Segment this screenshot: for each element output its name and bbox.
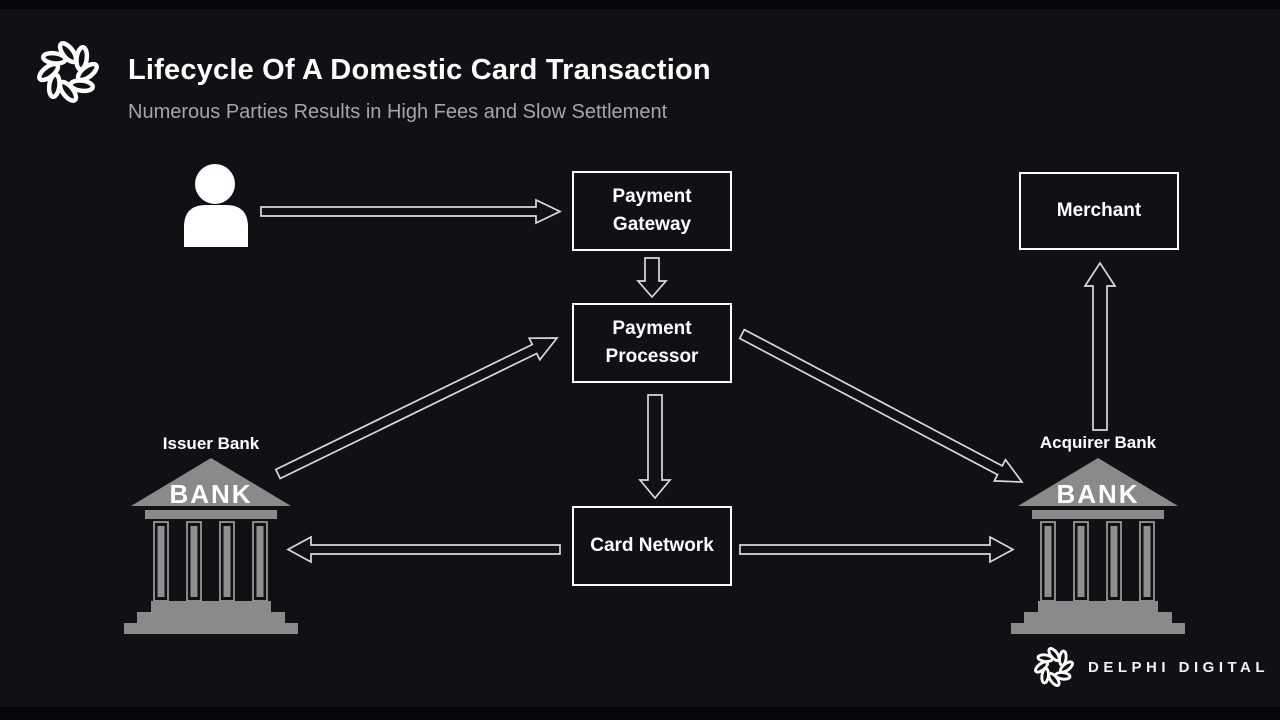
node-card-network: Card Network: [572, 506, 732, 586]
arrow-acquirerbank-to-merchant: [1083, 261, 1117, 431]
arrow-processor-to-acquirerbank: [738, 328, 1024, 483]
delphi-knot-icon: [37, 41, 99, 103]
bottom-letterbox-bar: [0, 707, 1280, 720]
node-card-network-label: Card Network: [590, 534, 714, 556]
node-payment-gateway-label: Payment Gateway: [612, 185, 692, 236]
arrow-issuerbank-to-processor: [274, 337, 559, 480]
acquirer-bank-building-text: BANK: [1056, 479, 1139, 509]
arrow-customer-to-gateway: [260, 198, 562, 225]
arrow-cardnetwork-to-issuerbank: [286, 535, 561, 564]
node-merchant: Merchant: [1019, 172, 1179, 250]
page-subtitle: Numerous Parties Results in High Fees an…: [128, 101, 668, 123]
node-payment-processor-label: Payment Processor: [605, 317, 699, 368]
node-merchant-label: Merchant: [1056, 199, 1142, 221]
delphi-knot-icon: [1034, 647, 1074, 687]
issuer-bank-building-text: BANK: [169, 479, 252, 509]
node-payment-gateway: Payment Gateway: [572, 171, 732, 251]
issuer-bank-label: Issuer Bank: [162, 434, 260, 453]
arrow-cardnetwork-to-acquirerbank: [739, 535, 1015, 564]
top-letterbox-bar: [0, 0, 1280, 9]
person-icon: [184, 164, 248, 247]
node-payment-processor: Payment Processor: [572, 303, 732, 383]
arrow-gateway-to-processor: [636, 257, 668, 299]
footer-brand: DELPHI DIGITAL: [1034, 646, 1269, 688]
acquirer-bank-label: Acquirer Bank: [1039, 433, 1157, 452]
page-title: Lifecycle Of A Domestic Card Transaction: [128, 54, 711, 86]
brand-wordmark: DELPHI DIGITAL: [1088, 658, 1270, 676]
arrow-processor-to-cardnetwork: [638, 394, 672, 500]
